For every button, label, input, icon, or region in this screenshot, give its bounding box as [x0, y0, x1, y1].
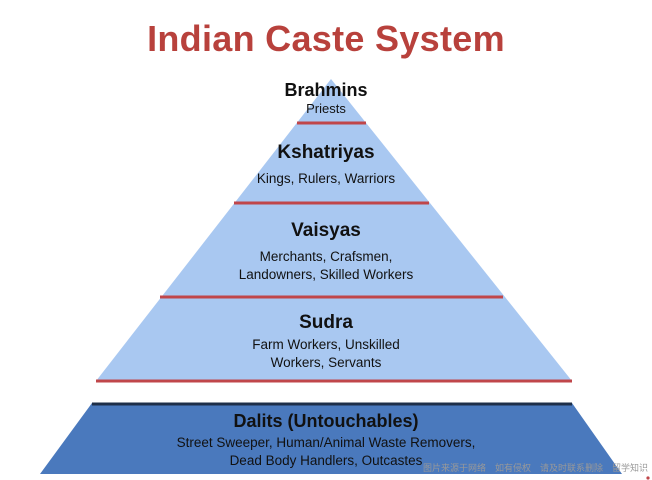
tier-dalits-desc: Street Sweeper, Human/Animal Waste Remov… — [176, 435, 476, 468]
diagram-title: Indian Caste System — [147, 18, 505, 59]
tier-sudra-name: Sudra — [299, 312, 353, 333]
watermark-text: 图片来源于网络 如有侵权 请及时联系删除 留学知识 — [422, 463, 648, 473]
tier-dalits-name: Dalits (Untouchables) — [233, 411, 419, 431]
pyramid-upper-body — [96, 79, 572, 381]
tier-vaisyas-desc: Merchants, Crafsmen, Landowners, Skilled… — [238, 249, 414, 282]
tier-brahmins: Brahmins Priests — [246, 79, 406, 117]
tier-sudra: Sudra Farm Workers, Unskilled Workers, S… — [156, 312, 496, 372]
tier-brahmins-name: Brahmins — [284, 80, 368, 100]
tier-vaisyas-name: Vaisyas — [291, 220, 361, 241]
tier-sudra-desc: Farm Workers, Unskilled Workers, Servant… — [252, 337, 400, 370]
tier-brahmins-desc: Priests — [306, 101, 346, 116]
pyramid-base-tier — [40, 403, 622, 474]
tier-kshatriyas: Kshatriyas Kings, Rulers, Warriors — [196, 142, 456, 188]
tier-vaisyas: Vaisyas Merchants, Crafsmen, Landowners,… — [176, 220, 476, 284]
tier-kshatriyas-name: Kshatriyas — [277, 142, 375, 163]
corner-dot — [646, 476, 650, 480]
tier-kshatriyas-desc: Kings, Rulers, Warriors — [256, 171, 396, 186]
tier-dalits: Dalits (Untouchables) Street Sweeper, Hu… — [90, 410, 562, 470]
